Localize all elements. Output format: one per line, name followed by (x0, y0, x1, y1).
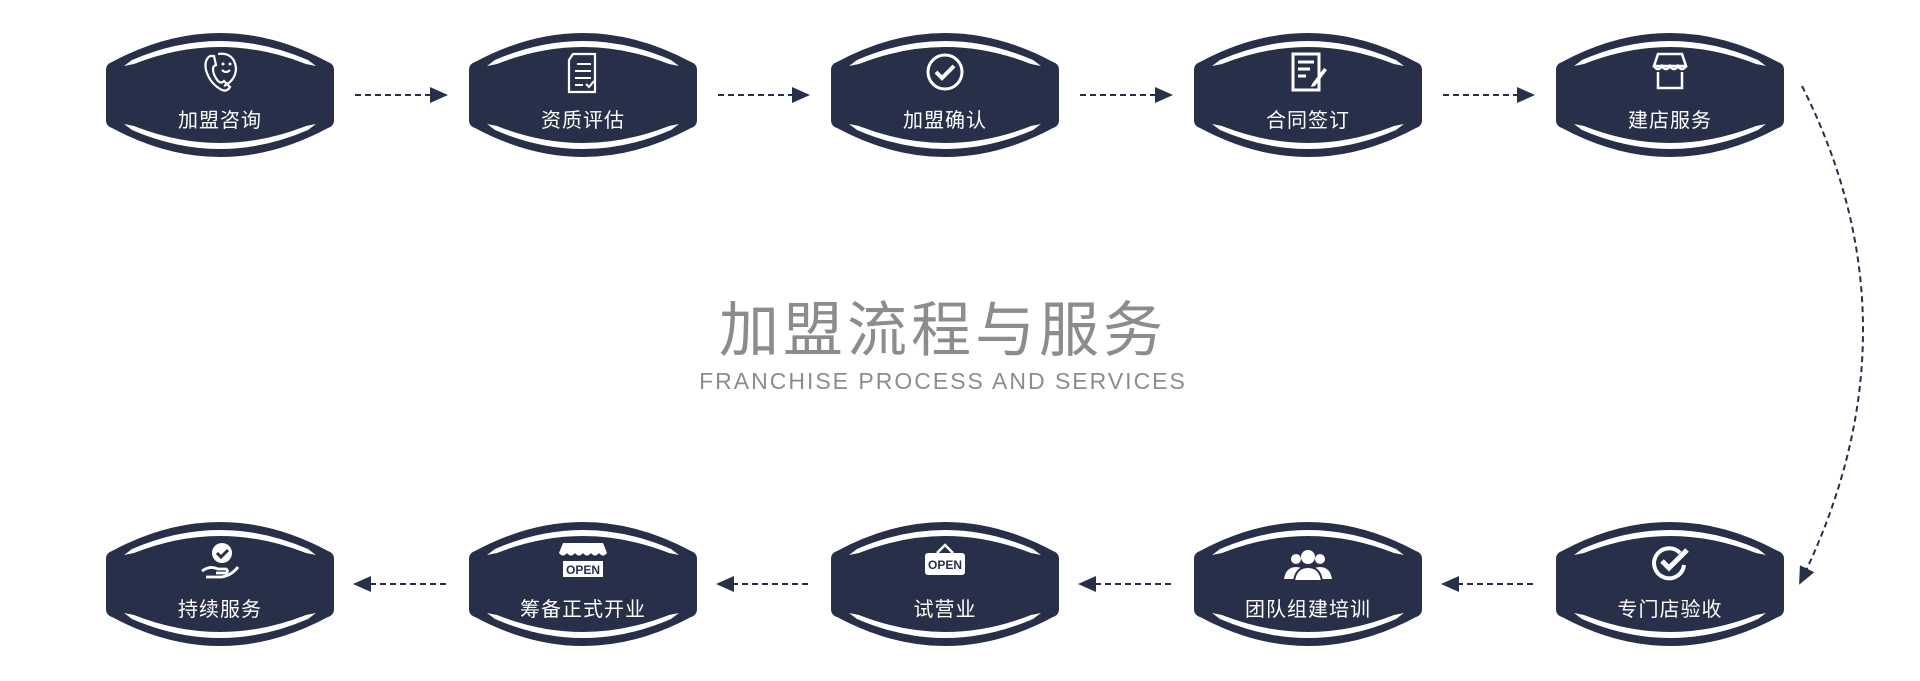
step-label: 加盟咨询 (178, 108, 262, 132)
step-label: 专门店验收 (1617, 597, 1723, 621)
svg-text:OPEN: OPEN (928, 558, 962, 572)
step-badge: OPEN 试营业 (831, 513, 1059, 655)
check-mark-icon (1652, 546, 1689, 581)
open-sign-icon: OPEN (925, 543, 965, 575)
step-badge: 团队组建培训 (1194, 513, 1422, 655)
check-circle-icon (926, 53, 964, 91)
svg-text:OPEN: OPEN (566, 563, 600, 577)
badge-shape (106, 33, 334, 157)
step-label: 加盟确认 (903, 108, 987, 132)
page-title: 加盟流程与服务 (719, 296, 1167, 366)
step-label: 试营业 (913, 597, 977, 621)
step-badge: 建店服务 (1556, 24, 1784, 166)
step-label: 筹备正式开业 (520, 597, 646, 621)
badge-shape (831, 33, 1059, 157)
document-check-icon (567, 52, 597, 94)
badge-shape (106, 522, 334, 646)
step-badge: 持续服务 (106, 513, 334, 655)
badge-shape (469, 522, 697, 646)
step-label: 团队组建培训 (1245, 597, 1371, 621)
badge-shape (1194, 33, 1422, 157)
contract-sign-icon (1291, 52, 1327, 92)
badge-shape (1194, 522, 1422, 646)
step-label: 持续服务 (178, 597, 262, 621)
step-label: 合同签订 (1266, 108, 1350, 132)
step-badge: 合同签订 (1194, 24, 1422, 166)
badge-shape (1556, 522, 1784, 646)
hand-check-icon (201, 543, 240, 579)
badge-shape (469, 33, 697, 157)
team-icon (1284, 550, 1332, 582)
step-badge: 资质评估 (469, 24, 697, 166)
badge-shape (1556, 33, 1784, 157)
phone-smile-icon (204, 52, 238, 92)
arrow-curve (1799, 85, 1864, 585)
step-label: 建店服务 (1628, 108, 1712, 132)
step-label: 资质评估 (541, 108, 625, 132)
page-subtitle: FRANCHISE PROCESS AND SERVICES (699, 368, 1187, 394)
badge-shape (831, 522, 1059, 646)
step-badge: OPEN 筹备正式开业 (469, 513, 697, 655)
storefront-icon (1652, 52, 1688, 90)
step-badge: 加盟确认 (831, 24, 1059, 166)
step-badge: 加盟咨询 (106, 24, 334, 166)
step-badge: 专门店验收 (1556, 513, 1784, 655)
open-store-icon: OPEN (559, 543, 607, 577)
